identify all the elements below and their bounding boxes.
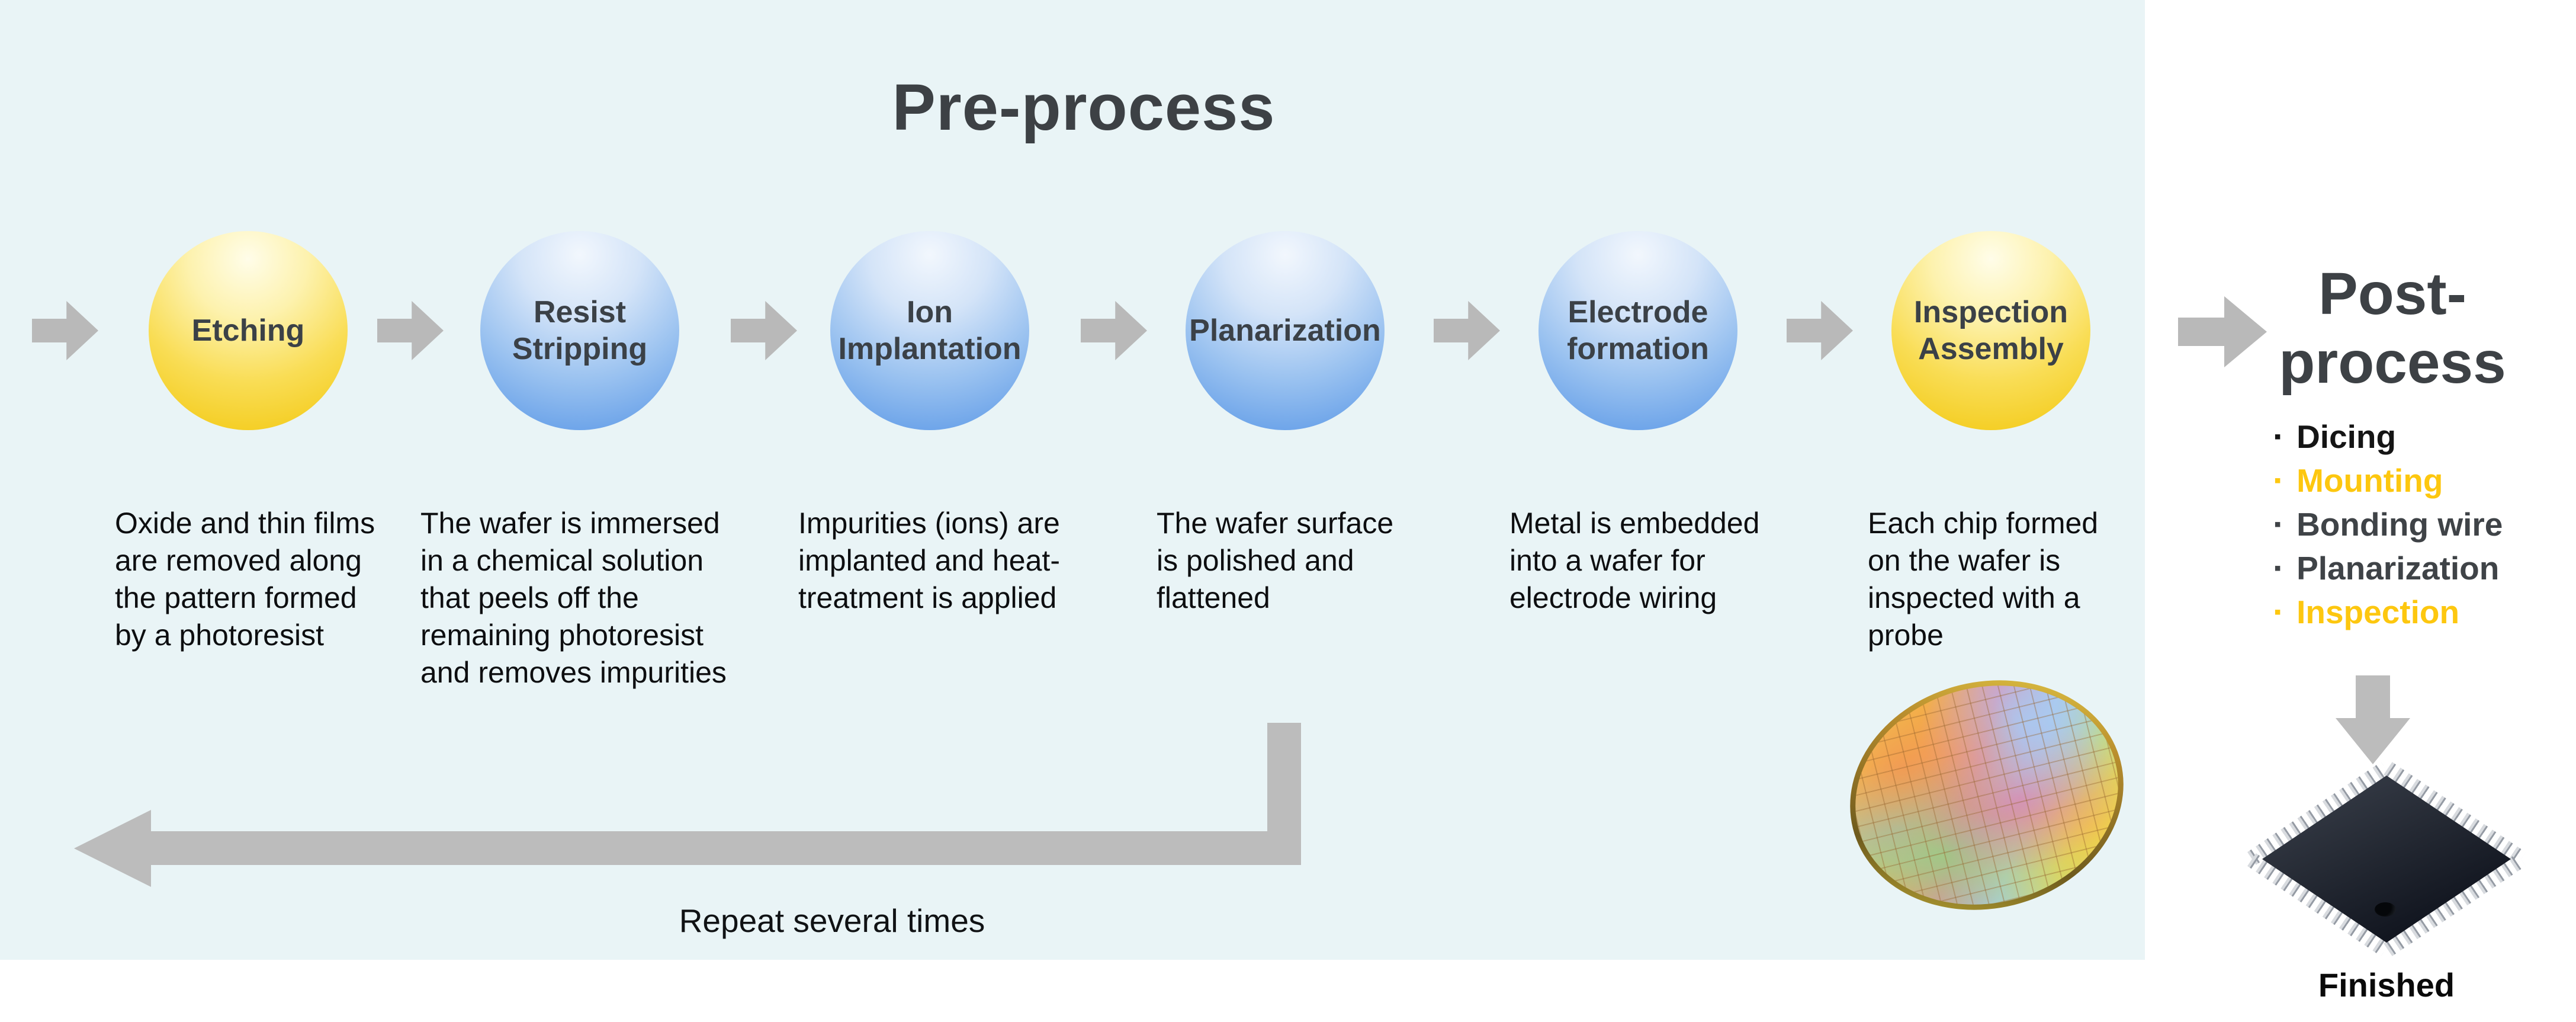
- chip-icon: [2247, 762, 2526, 956]
- pre-process-panel: [0, 0, 2145, 960]
- step-description-planarization: The wafer surface is polished and flatte…: [1157, 507, 1394, 614]
- post-item-label: Planarization: [2296, 550, 2500, 587]
- post-list-item-bonding-wire: ▪ Bonding wire: [2274, 502, 2503, 546]
- step-description-electrode-formation: Metal is embedded into a wafer for elect…: [1509, 507, 1760, 614]
- step-description-inspection-assembly: Each chip formed on the wafer is inspect…: [1868, 507, 2099, 652]
- step-label: Resist Stripping: [512, 295, 648, 366]
- step-description-resist-stripping: The wafer is immersed in a chemical solu…: [420, 507, 727, 689]
- step-circle-inspection-assembly: Inspection Assembly: [1891, 231, 2090, 430]
- step-label: Etching: [191, 313, 305, 348]
- post-list-item-inspection: ▪ Inspection: [2274, 590, 2503, 634]
- post-list-item-planarization: ▪ Planarization: [2274, 546, 2503, 590]
- post-item-label: Bonding wire: [2296, 506, 2503, 543]
- step-label: Electrode formation: [1567, 295, 1709, 366]
- post-list-item-mounting: ▪ Mounting: [2274, 459, 2503, 502]
- post-item-label: Mounting: [2296, 462, 2443, 499]
- step-label: Ion Implantation: [838, 295, 1022, 366]
- bullet-icon: ▪: [2274, 557, 2282, 579]
- finished-label: Finished: [2318, 966, 2455, 1004]
- repeat-note: Repeat several times: [679, 902, 985, 939]
- step-label: Inspection Assembly: [1913, 295, 2068, 366]
- post-item-label: Dicing: [2296, 418, 2397, 455]
- repeat-arrow-shaft: [150, 831, 1301, 865]
- step-circle-etching: Etching: [149, 231, 348, 430]
- post-process-title: Post- process: [2279, 261, 2506, 396]
- bullet-icon: ▪: [2274, 469, 2282, 492]
- bullet-icon: ▪: [2274, 425, 2282, 448]
- post-process-list: ▪ Dicing ▪ Mounting ▪ Bonding wire ▪ Pla…: [2274, 415, 2503, 634]
- step-description-ion-implantation: Impurities (ions) are implanted and heat…: [798, 507, 1060, 614]
- post-item-label: Inspection: [2296, 594, 2460, 630]
- post-list-item-dicing: ▪ Dicing: [2274, 415, 2503, 459]
- pre-process-title: Pre-process: [892, 71, 1276, 144]
- bullet-icon: ▪: [2274, 513, 2282, 536]
- step-circle-resist-stripping: Resist Stripping: [480, 231, 679, 430]
- step-description-etching: Oxide and thin films are removed along t…: [115, 507, 375, 652]
- step-circle-electrode-formation: Electrode formation: [1538, 231, 1737, 430]
- step-circle-planarization: Planarization: [1186, 231, 1385, 430]
- bullet-icon: ▪: [2274, 601, 2282, 623]
- step-circle-ion-implantation: Ion Implantation: [830, 231, 1029, 430]
- down-arrow-icon: [2336, 675, 2410, 764]
- step-label: Planarization: [1189, 313, 1381, 348]
- chip-body: [2262, 776, 2511, 943]
- chip-pin1-marker: [2375, 902, 2396, 917]
